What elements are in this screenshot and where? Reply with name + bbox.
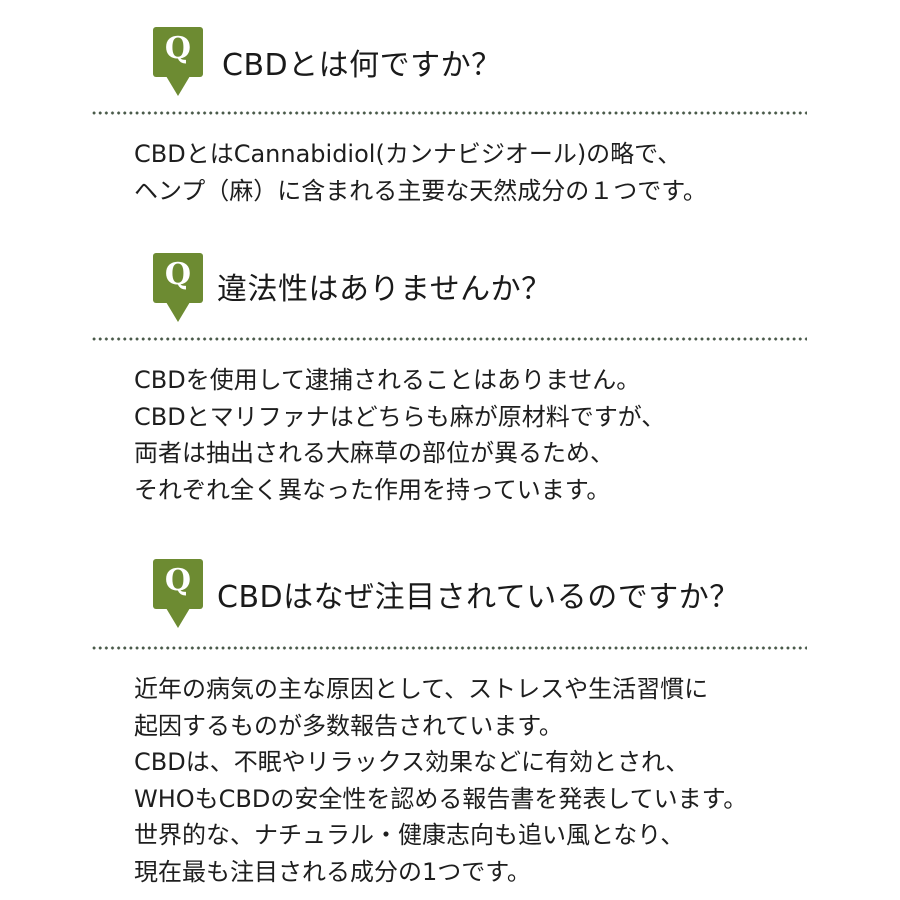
answer-text: CBDとはCannabidiol(カンナビジオール)の略で、 ヘンプ（麻）に含ま… (134, 136, 707, 209)
answer-line: 起因するものが多数報告されています。 (134, 711, 563, 740)
dotted-divider (91, 111, 807, 115)
answer-line: 現在最も注目される成分の1つです。 (134, 857, 531, 886)
answer-line: CBDを使用して逮捕されることはありません。 (134, 366, 641, 394)
answer-text: CBDを使用して逮捕されることはありません。 CBDとマリファナはどちらも麻が原… (134, 362, 665, 508)
answer-line: それぞれ全く異なった作用を持っています。 (134, 475, 611, 504)
answer-line: CBDとはCannabidiol(カンナビジオール)の略で、 (134, 140, 682, 168)
dotted-divider (91, 337, 807, 341)
question-badge-icon: Q (153, 253, 203, 322)
question-title: CBDとは何ですか？ (222, 48, 502, 83)
answer-line: WHOもCBDの安全性を認める報告書を発表しています。 (134, 784, 748, 813)
question-badge-letter: Q (164, 31, 192, 66)
answer-line: 近年の病気の主な原因として、ストレスや生活習慣に (134, 675, 709, 703)
question-title: CBDはなぜ注目されているのですか？ (217, 580, 740, 615)
question-badge-icon: Q (153, 559, 203, 628)
question-badge-icon: Q (153, 27, 203, 96)
answer-line: ヘンプ（麻）に含まれる主要な天然成分の１つです。 (134, 176, 707, 205)
question-title: 違法性はありませんか？ (217, 272, 552, 307)
question-badge-letter: Q (164, 563, 192, 598)
answer-line: 両者は抽出される大麻草の部位が異るため、 (134, 439, 614, 467)
question-badge-letter: Q (164, 257, 192, 292)
answer-text: 近年の病気の主な原因として、ストレスや生活習慣に 起因するものが多数報告されてい… (134, 671, 747, 890)
answer-line: CBDとマリファナはどちらも麻が原材料ですが、 (134, 402, 666, 431)
answer-line: 世界的な、ナチュラル・健康志向も追い風となり、 (134, 821, 685, 849)
answer-line: CBDは、不眠やリラックス効果などに有効とされ、 (134, 748, 690, 776)
dotted-divider (91, 646, 807, 650)
